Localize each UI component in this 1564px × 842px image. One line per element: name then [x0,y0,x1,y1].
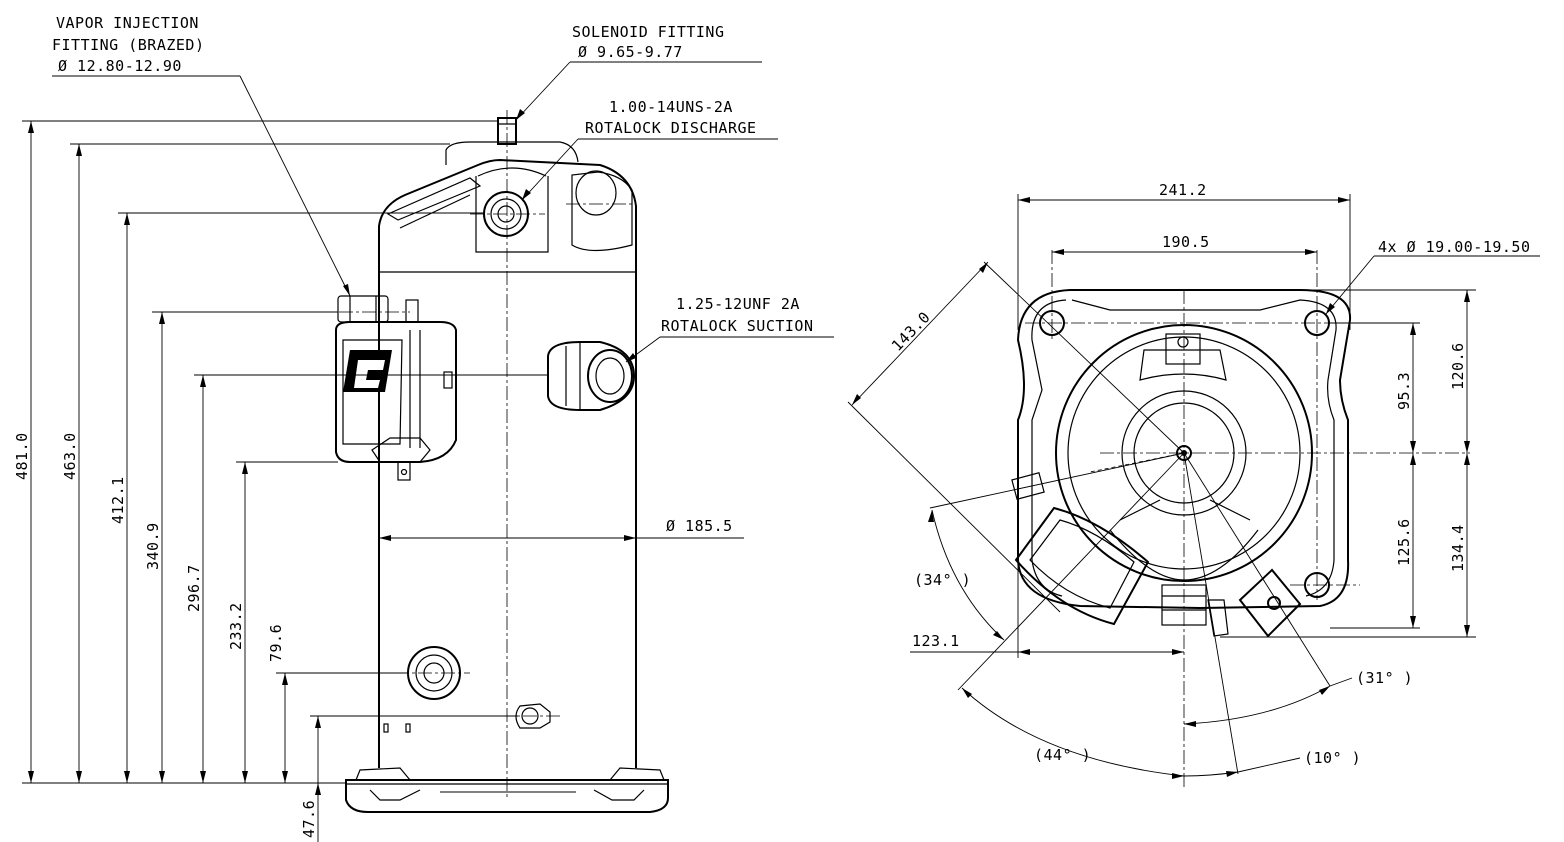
discharge-label-1: 1.00-14UNS-2A [609,98,733,116]
solenoid-label-1: SOLENOID FITTING [572,23,725,41]
height-dimension-lines [28,121,321,842]
vapor-injection-label-2: FITTING (BRAZED) [52,36,205,54]
holes-label: 4x Ø 19.00-19.50 [1378,238,1531,256]
height-412-label: 412.1 [109,476,127,524]
height-labels: 481.0 463.0 412.1 340.9 296.7 233.2 79.6… [13,432,318,838]
height-296-label: 296.7 [185,564,203,612]
top-view: 241.2 190.5 4x Ø 19.00-19.50 143.0 120.6… [847,181,1540,790]
angle-34-label: (34° ) [914,571,971,589]
dim-120-label: 120.6 [1449,342,1467,390]
vapor-injection-label-3: Ø 12.80-12.90 [58,57,182,75]
dim-95-label: 95.3 [1395,372,1413,410]
top-dimension-lines [847,194,1540,779]
hole-spacing-label: 190.5 [1162,233,1210,251]
discharge-label-2: ROTALOCK DISCHARGE [585,119,757,137]
height-463-label: 463.0 [61,432,79,480]
height-extension-lines [22,120,548,784]
callout-leaders [52,61,834,541]
dim-125-label: 125.6 [1395,518,1413,566]
height-340-label: 340.9 [144,522,162,570]
dim-123-label: 123.1 [912,632,960,650]
compressor-shell [316,110,669,813]
vapor-injection-label-1: VAPOR INJECTION [56,14,199,32]
overall-width-label: 241.2 [1159,181,1207,199]
suction-label-2: ROTALOCK SUCTION [661,317,814,335]
height-47-label: 47.6 [300,800,318,838]
mounting-plate [1016,250,1360,610]
height-79-label: 79.6 [267,624,285,662]
callout-texts: VAPOR INJECTION FITTING (BRAZED) Ø 12.80… [52,14,814,535]
dim-134-label: 134.4 [1449,524,1467,572]
height-233-label: 233.2 [227,602,245,650]
height-481-label: 481.0 [13,432,31,480]
shell-diameter-label: Ø 185.5 [666,517,733,535]
angle-31-label: (31° ) [1356,669,1413,687]
suction-label-1: 1.25-12UNF 2A [676,295,800,313]
angle-44-label: (44° ) [1034,746,1091,764]
angle-10-label: (10° ) [1304,749,1361,767]
solenoid-label-2: Ø 9.65-9.77 [578,43,683,61]
compressor-top [1011,290,1470,790]
diagonal-label: 143.0 [888,308,934,355]
side-view: 481.0 463.0 412.1 340.9 296.7 233.2 79.6… [13,14,834,842]
